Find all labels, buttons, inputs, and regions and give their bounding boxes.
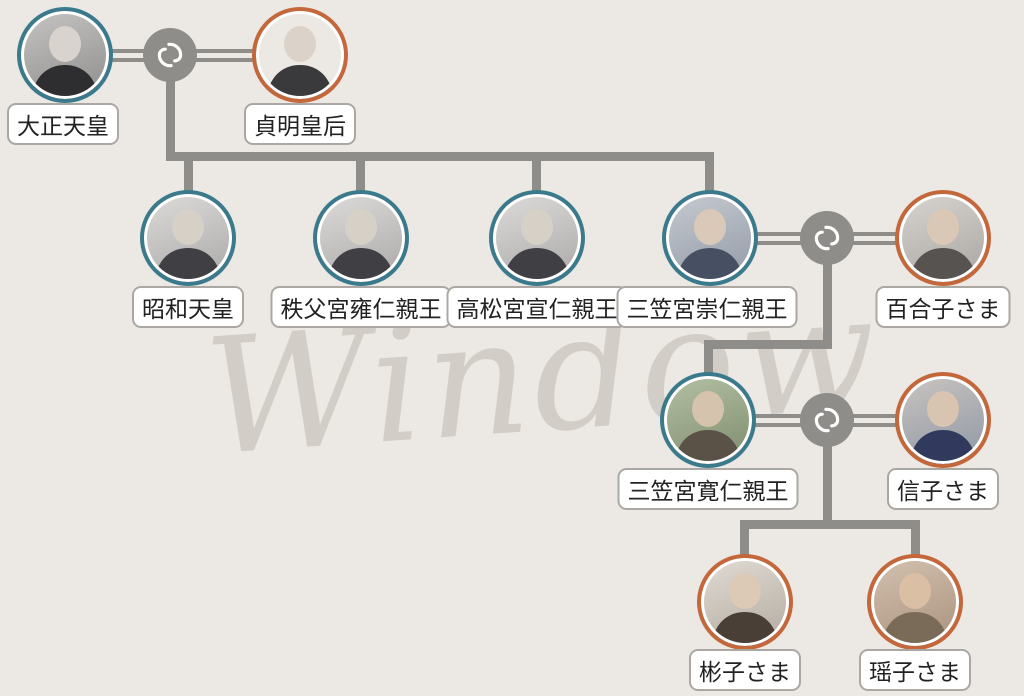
marriage-line <box>104 49 148 62</box>
avatar-empress-teimei <box>252 7 348 103</box>
name-label-princess-yoko: 瑶子さま <box>859 649 971 691</box>
name-label-prince-mikasa-takahito: 三笠宮崇仁親王 <box>616 286 798 328</box>
descent-line <box>704 340 713 376</box>
marriage-line <box>752 232 804 245</box>
portrait-silhouette-icon <box>881 573 949 646</box>
portrait-silhouette-icon <box>31 26 99 99</box>
marriage-node <box>800 211 854 265</box>
portrait-silhouette-icon <box>154 209 222 282</box>
marriage-node <box>800 393 854 447</box>
avatar-emperor-taisho <box>17 7 113 103</box>
avatar-prince-tomohito <box>660 372 756 468</box>
descent-line <box>823 260 832 349</box>
descent-line <box>911 520 920 558</box>
marriage-node <box>143 28 197 82</box>
avatar-prince-chichibu <box>313 190 409 286</box>
portrait-silhouette-icon <box>711 573 779 646</box>
swirl-icon <box>814 407 840 433</box>
portrait-silhouette-icon <box>327 209 395 282</box>
name-label-princess-nobuko: 信子さま <box>887 468 999 510</box>
name-label-emperor-taisho: 大正天皇 <box>7 103 119 145</box>
descent-line <box>532 152 541 194</box>
avatar-prince-takamatsu <box>489 190 585 286</box>
sibling-bar <box>740 520 920 529</box>
avatar-princess-akiko <box>697 554 793 650</box>
avatar-princess-nobuko <box>895 372 991 468</box>
descent-elbow <box>704 340 832 349</box>
avatar-prince-mikasa-takahito <box>662 190 758 286</box>
name-label-princess-akiko: 彬子さま <box>689 649 801 691</box>
swirl-icon <box>814 225 840 251</box>
avatar-emperor-showa <box>140 190 236 286</box>
marriage-line <box>850 414 902 427</box>
descent-line <box>823 442 832 529</box>
name-label-prince-tomohito: 三笠宮寛仁親王 <box>617 468 799 510</box>
name-label-empress-teimei: 貞明皇后 <box>244 103 356 145</box>
portrait-silhouette-icon <box>503 209 571 282</box>
portrait-silhouette-icon <box>909 391 977 464</box>
portrait-silhouette-icon <box>909 209 977 282</box>
descent-line <box>166 78 175 158</box>
descent-line <box>705 152 714 194</box>
portrait-silhouette-icon <box>266 26 334 99</box>
marriage-line <box>850 232 902 245</box>
descent-line <box>356 152 365 194</box>
name-label-emperor-showa: 昭和天皇 <box>132 286 244 328</box>
descent-line <box>740 520 749 558</box>
name-label-prince-chichibu: 秩父宮雍仁親王 <box>270 286 452 328</box>
name-label-prince-takamatsu: 高松宮宣仁親王 <box>446 286 628 328</box>
swirl-icon <box>157 42 183 68</box>
portrait-silhouette-icon <box>676 209 744 282</box>
descent-line <box>184 152 193 194</box>
portrait-silhouette-icon <box>674 391 742 464</box>
name-label-princess-yuriko: 百合子さま <box>875 286 1011 328</box>
avatar-princess-yuriko <box>895 190 991 286</box>
marriage-line <box>752 414 804 427</box>
avatar-princess-yoko <box>867 554 963 650</box>
marriage-line <box>193 49 257 62</box>
sibling-bar <box>166 152 714 161</box>
